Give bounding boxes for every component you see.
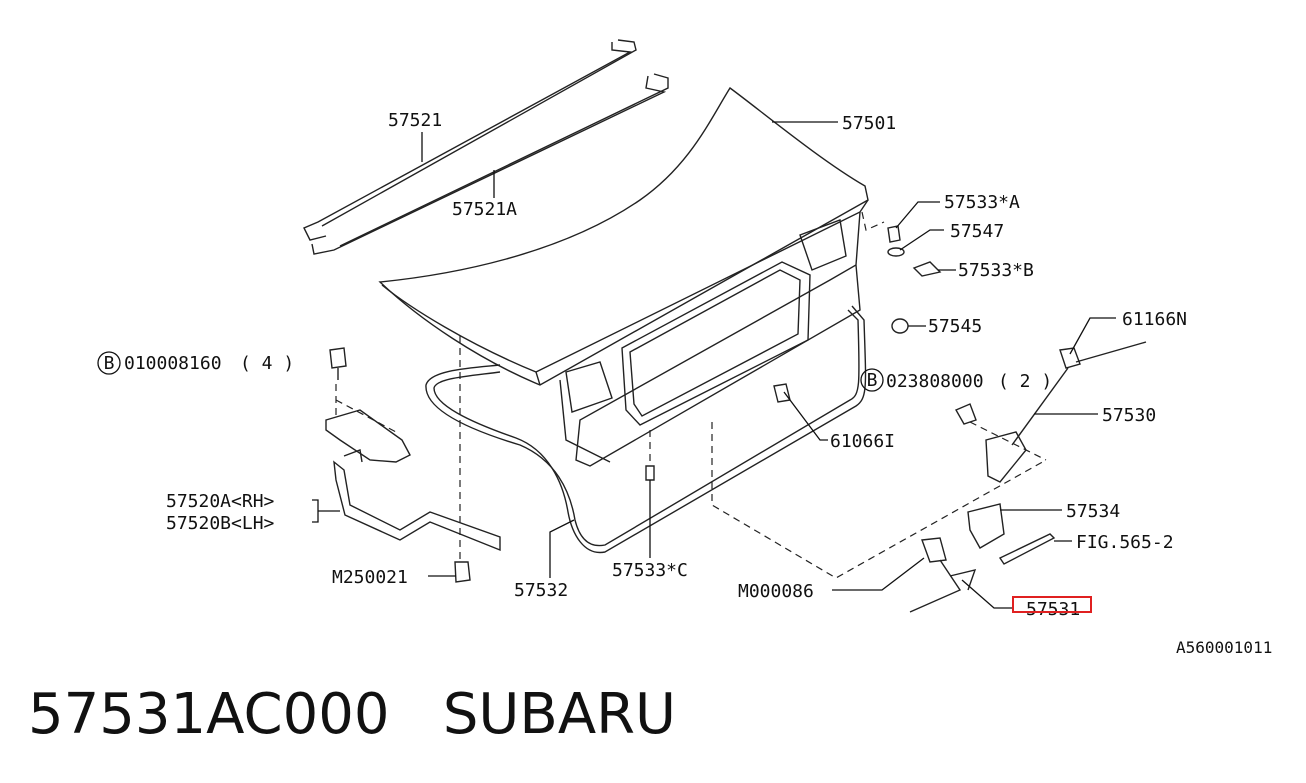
label-57545[interactable]: 57545 xyxy=(928,316,982,337)
reference-code: A560001011 xyxy=(1176,638,1272,657)
label-010008160-qty: ( 4 ) xyxy=(240,353,294,374)
torsion-bar-drawing xyxy=(303,39,669,255)
weatherstrip-drawing xyxy=(425,305,867,554)
trunk-lid-drawing xyxy=(378,86,869,467)
bolt-marker-letter: B xyxy=(867,370,878,391)
label-57521[interactable]: 57521 xyxy=(388,110,442,131)
latch-parts-drawing xyxy=(645,225,1147,613)
leader-lines xyxy=(312,121,1116,609)
label-fig-565-2[interactable]: FIG.565-2 xyxy=(1076,532,1174,553)
label-57520A[interactable]: 57520A<RH> xyxy=(166,491,275,512)
label-57534[interactable]: 57534 xyxy=(1066,501,1120,522)
part-number-title: 57531AC000 SUBARU xyxy=(28,682,677,747)
label-57532[interactable]: 57532 xyxy=(514,580,568,601)
label-57533B[interactable]: 57533*B xyxy=(958,260,1034,281)
label-57547[interactable]: 57547 xyxy=(950,221,1004,242)
label-023808000-qty: ( 2 ) xyxy=(998,371,1052,392)
bolt-marker-letter: B xyxy=(104,353,115,374)
bolt-marker-left: B xyxy=(97,351,121,375)
label-61066I[interactable]: 61066I xyxy=(830,431,895,452)
label-57533C[interactable]: 57533*C xyxy=(612,560,688,581)
label-57533A[interactable]: 57533*A xyxy=(944,192,1020,213)
highlight-box-57531 xyxy=(1012,596,1092,613)
assembly-dash-lines xyxy=(335,211,1047,579)
hinge-drawing xyxy=(325,347,501,583)
label-023808000[interactable]: 023808000 xyxy=(886,371,984,392)
label-57521A[interactable]: 57521A xyxy=(452,199,517,220)
label-57520B[interactable]: 57520B<LH> xyxy=(166,513,275,534)
label-57501[interactable]: 57501 xyxy=(842,113,896,134)
label-M000086[interactable]: M000086 xyxy=(738,581,814,602)
label-M250021[interactable]: M250021 xyxy=(332,567,408,588)
label-010008160[interactable]: 010008160 xyxy=(124,353,222,374)
label-57531[interactable]: 57531 xyxy=(1026,599,1080,620)
label-61166N[interactable]: 61166N xyxy=(1122,309,1187,330)
bolt-marker-right: B xyxy=(860,368,884,392)
label-57530[interactable]: 57530 xyxy=(1102,405,1156,426)
